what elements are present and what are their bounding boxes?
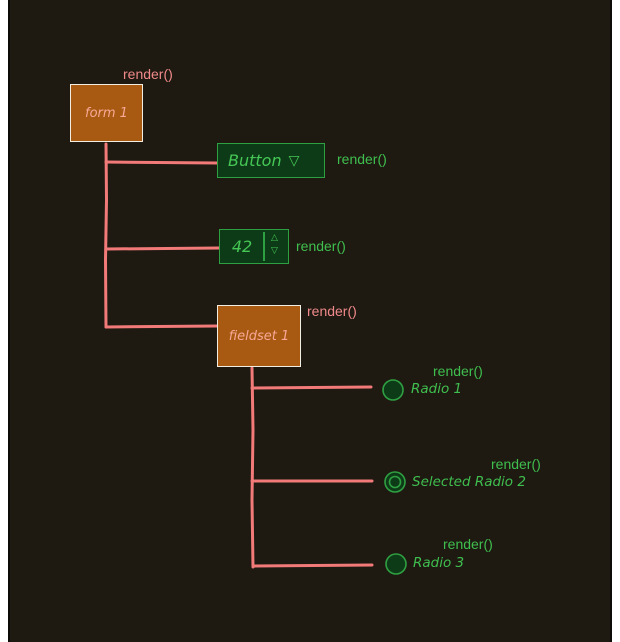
number-input-value: 42 [231,237,253,256]
radio1-render-label: render() [433,363,483,379]
form-render-label: render() [123,66,173,82]
form-to-number-line [104,246,221,251]
number-input-render-label: render() [296,238,346,254]
number-input-node[interactable]: 42 △ ▽ [219,229,289,264]
fieldset-to-radio1-line [250,385,373,390]
radio1-circle-icon[interactable] [381,378,405,402]
form-node: form 1 [70,84,143,142]
form-trunk-line [103,142,109,329]
radio2-render-label: render() [491,456,541,472]
radio3-render-label: render() [443,536,493,552]
number-input-divider [263,232,265,261]
fieldset-render-label: render() [307,303,357,319]
button-node-label: Button [228,151,282,170]
dropdown-triangle-icon: ▽ [288,152,300,169]
button-render-label: render() [337,151,387,167]
form-to-fieldset-line [104,324,219,329]
form-to-button-line [104,160,219,165]
stepper-down-icon[interactable]: ▽ [271,246,278,256]
fieldset-node: fieldset 1 [217,305,301,367]
radio3-label: Radio 3 [413,555,465,571]
radio1-label: Radio 1 [411,381,463,397]
radio3-circle-icon[interactable] [384,552,408,576]
radio2-selected-circle-icon[interactable] [383,470,407,494]
radio2-label: Selected Radio 2 [412,474,526,490]
form-node-label: form 1 [85,105,128,121]
button-node[interactable]: Button ▽ [217,143,325,178]
stepper-up-icon[interactable]: △ [271,233,278,243]
fieldset-to-radio3-line [251,563,374,568]
fieldset-trunk-line [250,366,255,569]
fieldset-node-label: fieldset 1 [228,328,290,344]
